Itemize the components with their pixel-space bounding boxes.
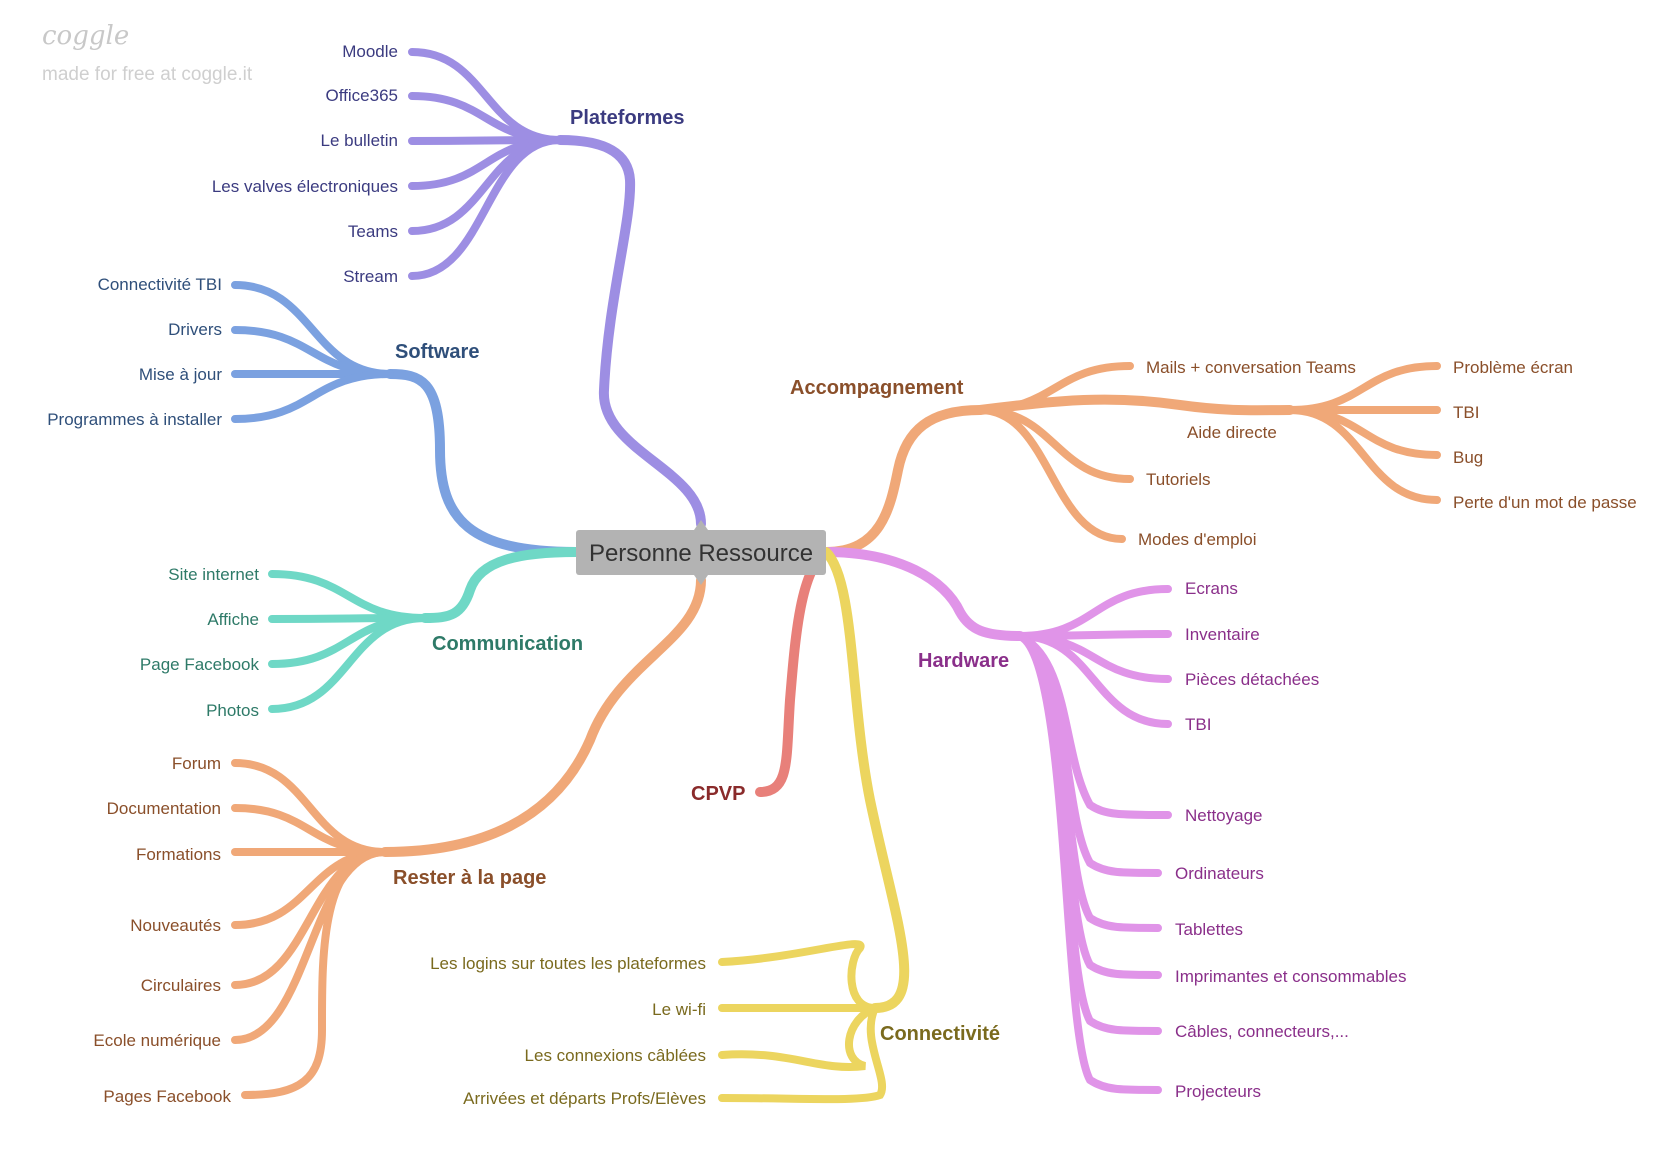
leaf-tbi-aide[interactable]: TBI [1453, 403, 1479, 422]
link-rester-leaf-5 [231, 848, 389, 1044]
watermark-text[interactable]: made for free at coggle.it [42, 64, 253, 85]
link-hardware [821, 547, 1025, 641]
link-plateformes-leaf-5 [408, 136, 564, 280]
link-hardware-leaf-9 [1016, 632, 1162, 1094]
leaf-modes-emploi[interactable]: Modes d'emploi [1138, 530, 1257, 549]
communication-leaves: Site internet Affiche Page Facebook Phot… [140, 565, 260, 720]
leaf-le-bulletin[interactable]: Le bulletin [320, 131, 398, 150]
rester-leaves: Forum Documentation Formations Nouveauté… [93, 754, 231, 1106]
central-node[interactable]: Personne Ressource [576, 520, 826, 585]
leaf-site-internet[interactable]: Site internet [168, 565, 259, 584]
leaf-projecteurs[interactable]: Projecteurs [1175, 1082, 1261, 1101]
link-rester-leaf-6 [241, 848, 389, 1099]
link-connectivite-cablees [718, 1004, 879, 1071]
leaf-ecole-numerique[interactable]: Ecole numérique [93, 1031, 221, 1050]
link-connectivite [821, 547, 910, 1013]
link-accompagnement [821, 405, 985, 557]
leaf-stream[interactable]: Stream [343, 267, 398, 286]
accompagnement-leaves: Mails + conversation Teams Tutoriels Mod… [1138, 358, 1637, 549]
plateformes-leaves: Moodle Office365 Le bulletin Les valves … [212, 42, 398, 286]
branch-aide-directe-label[interactable]: Aide directe [1187, 423, 1277, 442]
leaf-forum[interactable]: Forum [172, 754, 221, 773]
leaf-valves-electroniques[interactable]: Les valves électroniques [212, 177, 398, 196]
leaf-formations[interactable]: Formations [136, 845, 221, 864]
link-communication-leaf-3 [268, 614, 429, 713]
leaf-ecrans[interactable]: Ecrans [1185, 579, 1238, 598]
leaf-perte-mot-de-passe[interactable]: Perte d'un mot de passe [1453, 493, 1637, 512]
hardware-leaves: Ecrans Inventaire Pièces détachées TBI N… [1175, 579, 1406, 1101]
coggle-logo: coggle [42, 21, 129, 51]
link-aide-directe [975, 394, 1295, 416]
link-hardware-leaf-0 [1016, 585, 1172, 640]
leaf-teams[interactable]: Teams [348, 222, 398, 241]
leaf-photos[interactable]: Photos [206, 701, 259, 720]
leaf-nettoyage[interactable]: Nettoyage [1185, 806, 1263, 825]
branch-communication-label[interactable]: Communication [432, 633, 583, 655]
leaf-connectivite-tbi[interactable]: Connectivité TBI [98, 275, 222, 294]
leaf-page-facebook[interactable]: Page Facebook [140, 655, 260, 674]
software-leaves: Connectivité TBI Drivers Mise à jour Pro… [47, 275, 222, 429]
link-connectivite-logins [718, 940, 879, 1012]
leaf-imprimantes[interactable]: Imprimantes et consommables [1175, 967, 1406, 986]
branch-cpvp-label[interactable]: CPVP [691, 783, 745, 805]
leaf-probleme-ecran[interactable]: Problème écran [1453, 358, 1573, 377]
link-plateformes [555, 135, 706, 529]
mind-map-links [231, 48, 1441, 1104]
branch-plateformes-label[interactable]: Plateformes [570, 107, 685, 129]
leaf-wifi[interactable]: Le wi-fi [652, 1000, 706, 1019]
branch-rester-label[interactable]: Rester à la page [393, 867, 546, 889]
leaf-affiche[interactable]: Affiche [207, 610, 259, 629]
link-accompagnement-modes [976, 406, 1126, 543]
leaf-logins[interactable]: Les logins sur toutes les plateformes [430, 954, 706, 973]
leaf-arrivees-departs[interactable]: Arrivées et départs Profs/Elèves [463, 1089, 706, 1108]
central-node-label: Personne Ressource [589, 540, 813, 567]
leaf-circulaires[interactable]: Circulaires [141, 976, 221, 995]
leaf-connexions-cablees[interactable]: Les connexions câblées [525, 1046, 706, 1065]
leaf-bug[interactable]: Bug [1453, 448, 1483, 467]
leaf-mise-a-jour[interactable]: Mise à jour [139, 365, 222, 384]
leaf-office365[interactable]: Office365 [326, 86, 398, 105]
link-rester [380, 575, 706, 857]
leaf-nouveautes[interactable]: Nouveautés [130, 916, 221, 935]
leaf-tutoriels[interactable]: Tutoriels [1146, 470, 1211, 489]
link-communication [420, 547, 581, 623]
branch-accompagnement-label[interactable]: Accompagnement [790, 377, 964, 399]
leaf-cables[interactable]: Câbles, connecteurs,... [1175, 1022, 1349, 1041]
link-connectivite-arrivees [718, 1004, 886, 1104]
link-aide-leaf-3 [1286, 406, 1441, 504]
link-cpvp [755, 547, 831, 797]
leaf-tablettes[interactable]: Tablettes [1175, 920, 1243, 939]
link-communication-leaf-0 [268, 570, 429, 622]
link-hardware-leaf-3 [1016, 632, 1172, 728]
leaf-pages-facebook[interactable]: Pages Facebook [103, 1087, 231, 1106]
link-accompagnement-tutoriels [976, 406, 1134, 483]
link-software [385, 369, 581, 557]
leaf-tbi-hardware[interactable]: TBI [1185, 715, 1211, 734]
branch-connectivite-label[interactable]: Connectivité [880, 1023, 1000, 1045]
branch-software-label[interactable]: Software [395, 341, 479, 363]
leaf-programmes-a-installer[interactable]: Programmes à installer [47, 410, 222, 429]
leaf-inventaire[interactable]: Inventaire [1185, 625, 1260, 644]
leaf-moodle[interactable]: Moodle [342, 42, 398, 61]
leaf-pieces-detachees[interactable]: Pièces détachées [1185, 670, 1319, 689]
link-software-leaf-3 [231, 370, 394, 423]
leaf-mails-teams[interactable]: Mails + conversation Teams [1146, 358, 1356, 377]
leaf-drivers[interactable]: Drivers [168, 320, 222, 339]
leaf-documentation[interactable]: Documentation [107, 799, 221, 818]
branch-hardware-label[interactable]: Hardware [918, 650, 1009, 672]
leaf-ordinateurs[interactable]: Ordinateurs [1175, 864, 1264, 883]
connectivite-leaves: Les logins sur toutes les plateformes Le… [430, 954, 706, 1108]
